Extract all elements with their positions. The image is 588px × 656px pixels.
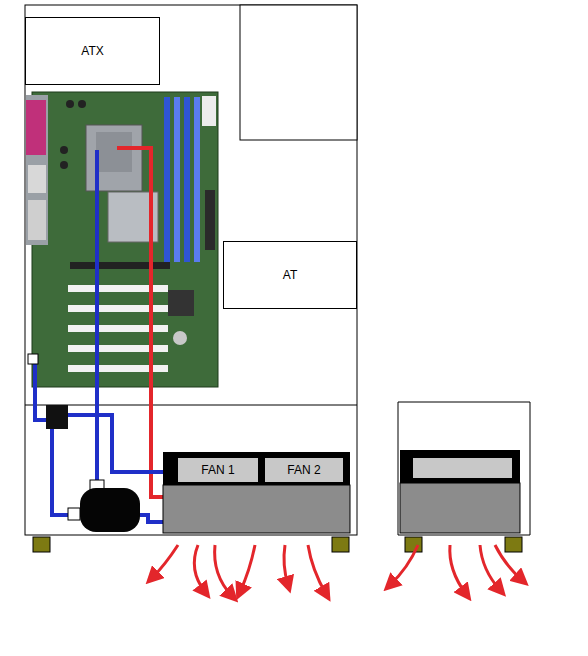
airflow-arrows <box>152 545 522 596</box>
capacitor <box>60 161 68 169</box>
case-outline <box>398 402 530 535</box>
fan-box: FAN 2 <box>265 458 343 482</box>
power-connector <box>202 96 216 126</box>
pump-tube <box>140 515 163 522</box>
battery <box>173 331 187 345</box>
cpu-socket <box>86 125 142 191</box>
drive-bay <box>240 5 357 140</box>
case-foot <box>405 537 422 552</box>
io-panel <box>26 95 48 245</box>
parallel-port <box>26 100 46 155</box>
chip <box>168 290 194 316</box>
fitting <box>68 508 80 520</box>
airflow-arrow <box>152 545 178 578</box>
psu-box: ATX <box>25 17 160 85</box>
ram-slot <box>174 97 180 262</box>
fan-box: FAN 1 <box>178 458 258 482</box>
capacitor <box>60 146 68 154</box>
compartment-line <box>25 405 357 406</box>
ram-slot <box>164 97 170 262</box>
airflow-arrow <box>215 545 232 596</box>
case-foot <box>332 537 349 552</box>
ram-slot <box>184 97 190 262</box>
box-label: AT <box>283 268 297 282</box>
capacitor <box>66 100 74 108</box>
return-tube <box>68 415 163 472</box>
fan-housing <box>400 450 520 484</box>
pcb <box>32 92 218 387</box>
capacitor <box>78 100 86 108</box>
lan-port <box>28 200 46 240</box>
radiator <box>400 483 520 533</box>
psu-box: AT <box>223 241 357 309</box>
agp-slot <box>70 262 170 269</box>
airflow-arrow <box>240 545 255 592</box>
ram-slot <box>194 97 200 262</box>
case-outline <box>398 535 530 536</box>
airflow-arrow <box>194 545 205 592</box>
pump <box>80 488 140 532</box>
reservoir <box>46 405 68 429</box>
airflow-arrow <box>450 545 466 594</box>
cold-tube <box>95 150 99 488</box>
box-label: FAN 2 <box>287 463 320 477</box>
case-outline <box>25 5 357 535</box>
usb-port <box>28 165 46 193</box>
radiator <box>163 485 350 533</box>
airflow-arrow <box>284 545 288 585</box>
cpu-block <box>96 132 132 172</box>
case-foot <box>505 537 522 552</box>
airflow-arrow <box>308 545 326 594</box>
fan-housing <box>163 452 350 486</box>
box-label: ATX <box>81 44 103 58</box>
ide-connector <box>205 190 215 250</box>
fan <box>413 458 512 478</box>
box-label: FAN 1 <box>201 463 234 477</box>
motherboard <box>26 92 218 387</box>
case-foot <box>33 537 50 552</box>
fill-port <box>28 354 38 364</box>
pump-tube <box>52 428 78 515</box>
hot-tube <box>117 148 163 497</box>
airflow-arrow <box>495 545 522 580</box>
airflow-arrow <box>390 545 418 585</box>
